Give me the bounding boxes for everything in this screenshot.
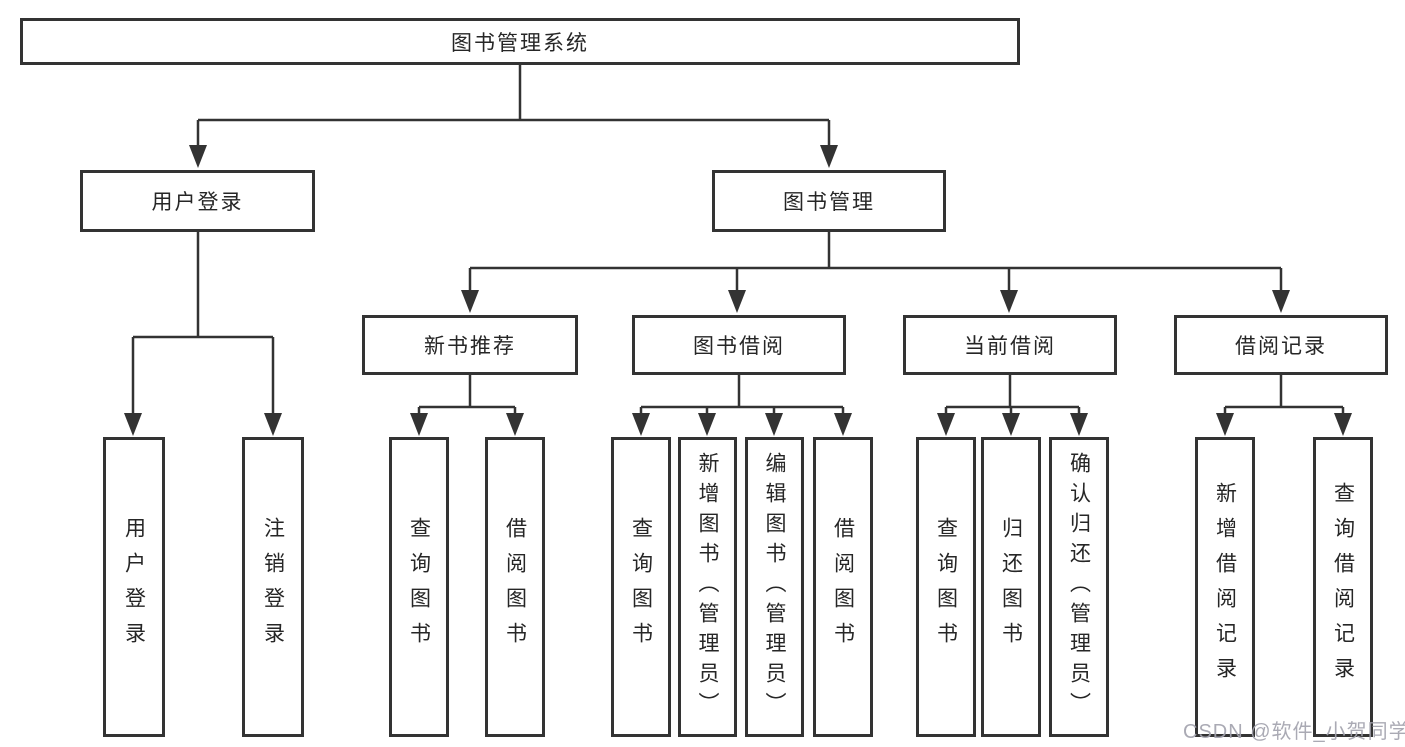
node-borrowing-records: 借阅记录: [1174, 315, 1388, 375]
leaf-label: 注销登录: [261, 517, 285, 657]
connector-bookmgmt-to-level2: [468, 232, 1283, 297]
leaf-label: 新增图书（管理员）: [696, 452, 719, 722]
connector-bookborrow-to-leaves: [639, 375, 845, 419]
leaf-label: 借阅图书: [503, 517, 527, 657]
leaf-label: 归还图书: [999, 517, 1023, 657]
leaf-label: 确认归还（管理员）: [1067, 452, 1091, 722]
arrowhead-icon: [1002, 413, 1020, 436]
node-leaf-current-query: 查询图书: [916, 437, 976, 737]
node-leaf-edit-book-admin: 编辑图书（管理员）: [745, 437, 804, 737]
node-leaf-user-login: 用户登录: [103, 437, 165, 737]
node-leaf-newbook-borrow: 借阅图书: [485, 437, 545, 737]
leaf-label: 查询借阅记录: [1331, 482, 1355, 692]
leaf-label: 查询图书: [407, 517, 431, 657]
arrowhead-icon: [632, 413, 650, 436]
node-leaf-add-borrow-record: 新增借阅记录: [1195, 437, 1255, 737]
node-leaf-add-book-admin: 新增图书（管理员）: [678, 437, 737, 737]
arrowhead-icon: [189, 145, 207, 168]
arrowhead-icon: [820, 145, 838, 168]
leaf-label: 查询图书: [629, 517, 653, 657]
arrowhead-icon: [1216, 413, 1234, 436]
connector-newbookrec-to-leaves: [417, 375, 517, 419]
arrowhead-icon: [765, 413, 783, 436]
arrowheads: [124, 145, 1352, 436]
arrowhead-icon: [264, 413, 282, 436]
leaf-label: 查询图书: [934, 517, 958, 657]
node-book-management: 图书管理: [712, 170, 946, 232]
arrowhead-icon: [728, 290, 746, 313]
arrowhead-icon: [506, 413, 524, 436]
node-library-system: 图书管理系统: [20, 18, 1020, 65]
leaf-label: 用户登录: [122, 517, 146, 657]
node-leaf-logout: 注销登录: [242, 437, 304, 737]
arrowhead-icon: [1334, 413, 1352, 436]
node-leaf-query-borrow-record: 查询借阅记录: [1313, 437, 1373, 737]
node-leaf-confirm-return-admin: 确认归还（管理员）: [1049, 437, 1109, 737]
arrowhead-icon: [410, 413, 428, 436]
arrowhead-icon: [1272, 290, 1290, 313]
arrowhead-icon: [124, 413, 142, 436]
leaf-label: 借阅图书: [831, 517, 855, 657]
leaf-label: 新增借阅记录: [1213, 482, 1237, 692]
node-user-login-branch: 用户登录: [80, 170, 315, 232]
arrowhead-icon: [1000, 290, 1018, 313]
arrowhead-icon: [937, 413, 955, 436]
node-leaf-borrowing-borrow: 借阅图书: [813, 437, 873, 737]
connector-currentborrow-to-leaves: [944, 375, 1081, 419]
connector-userlogin-to-leaves: [131, 232, 275, 419]
connector-root-to-level1: [196, 65, 831, 150]
node-leaf-newbook-query: 查询图书: [389, 437, 449, 737]
node-new-book-recommend: 新书推荐: [362, 315, 578, 375]
arrowhead-icon: [461, 290, 479, 313]
node-leaf-borrowing-query: 查询图书: [611, 437, 671, 737]
node-book-borrowing: 图书借阅: [632, 315, 846, 375]
csdn-watermark: CSDN @软件_小贺同学: [1183, 721, 1405, 743]
arrowhead-icon: [834, 413, 852, 436]
node-leaf-return-book: 归还图书: [981, 437, 1041, 737]
connector-borrowrecord-to-leaves: [1223, 375, 1345, 419]
node-current-borrowing: 当前借阅: [903, 315, 1117, 375]
arrowhead-icon: [1070, 413, 1088, 436]
leaf-label: 编辑图书（管理员）: [763, 452, 786, 722]
arrowhead-icon: [698, 413, 716, 436]
